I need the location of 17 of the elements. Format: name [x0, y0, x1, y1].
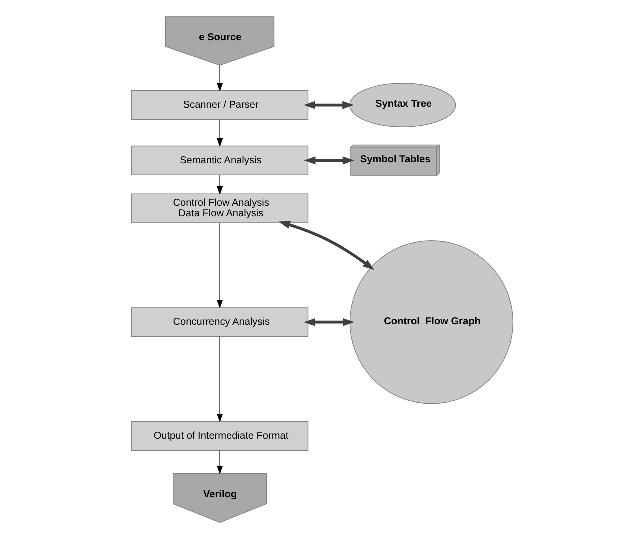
node-ellipse: Syntax Tree: [349, 83, 456, 128]
node-box: Concurrency Analysis: [131, 308, 308, 338]
node-box: Control Flow Analysis Data Flow Analysis: [131, 194, 308, 224]
node-box: Semantic Analysis: [131, 146, 308, 176]
node-box: Scanner / Parser: [131, 90, 308, 120]
arrow: [216, 450, 223, 475]
arrow: [216, 174, 223, 196]
node-circle: Control Flow Graph: [349, 240, 514, 404]
arrow: [216, 65, 223, 92]
arrow: [278, 221, 374, 270]
arrow: [216, 120, 223, 148]
arrow: [216, 336, 223, 423]
arrow: [303, 101, 354, 110]
node-box: Output of Intermediate Format: [131, 421, 308, 451]
arrow: [216, 222, 223, 309]
arrow: [303, 318, 354, 326]
arrow: [304, 156, 354, 165]
